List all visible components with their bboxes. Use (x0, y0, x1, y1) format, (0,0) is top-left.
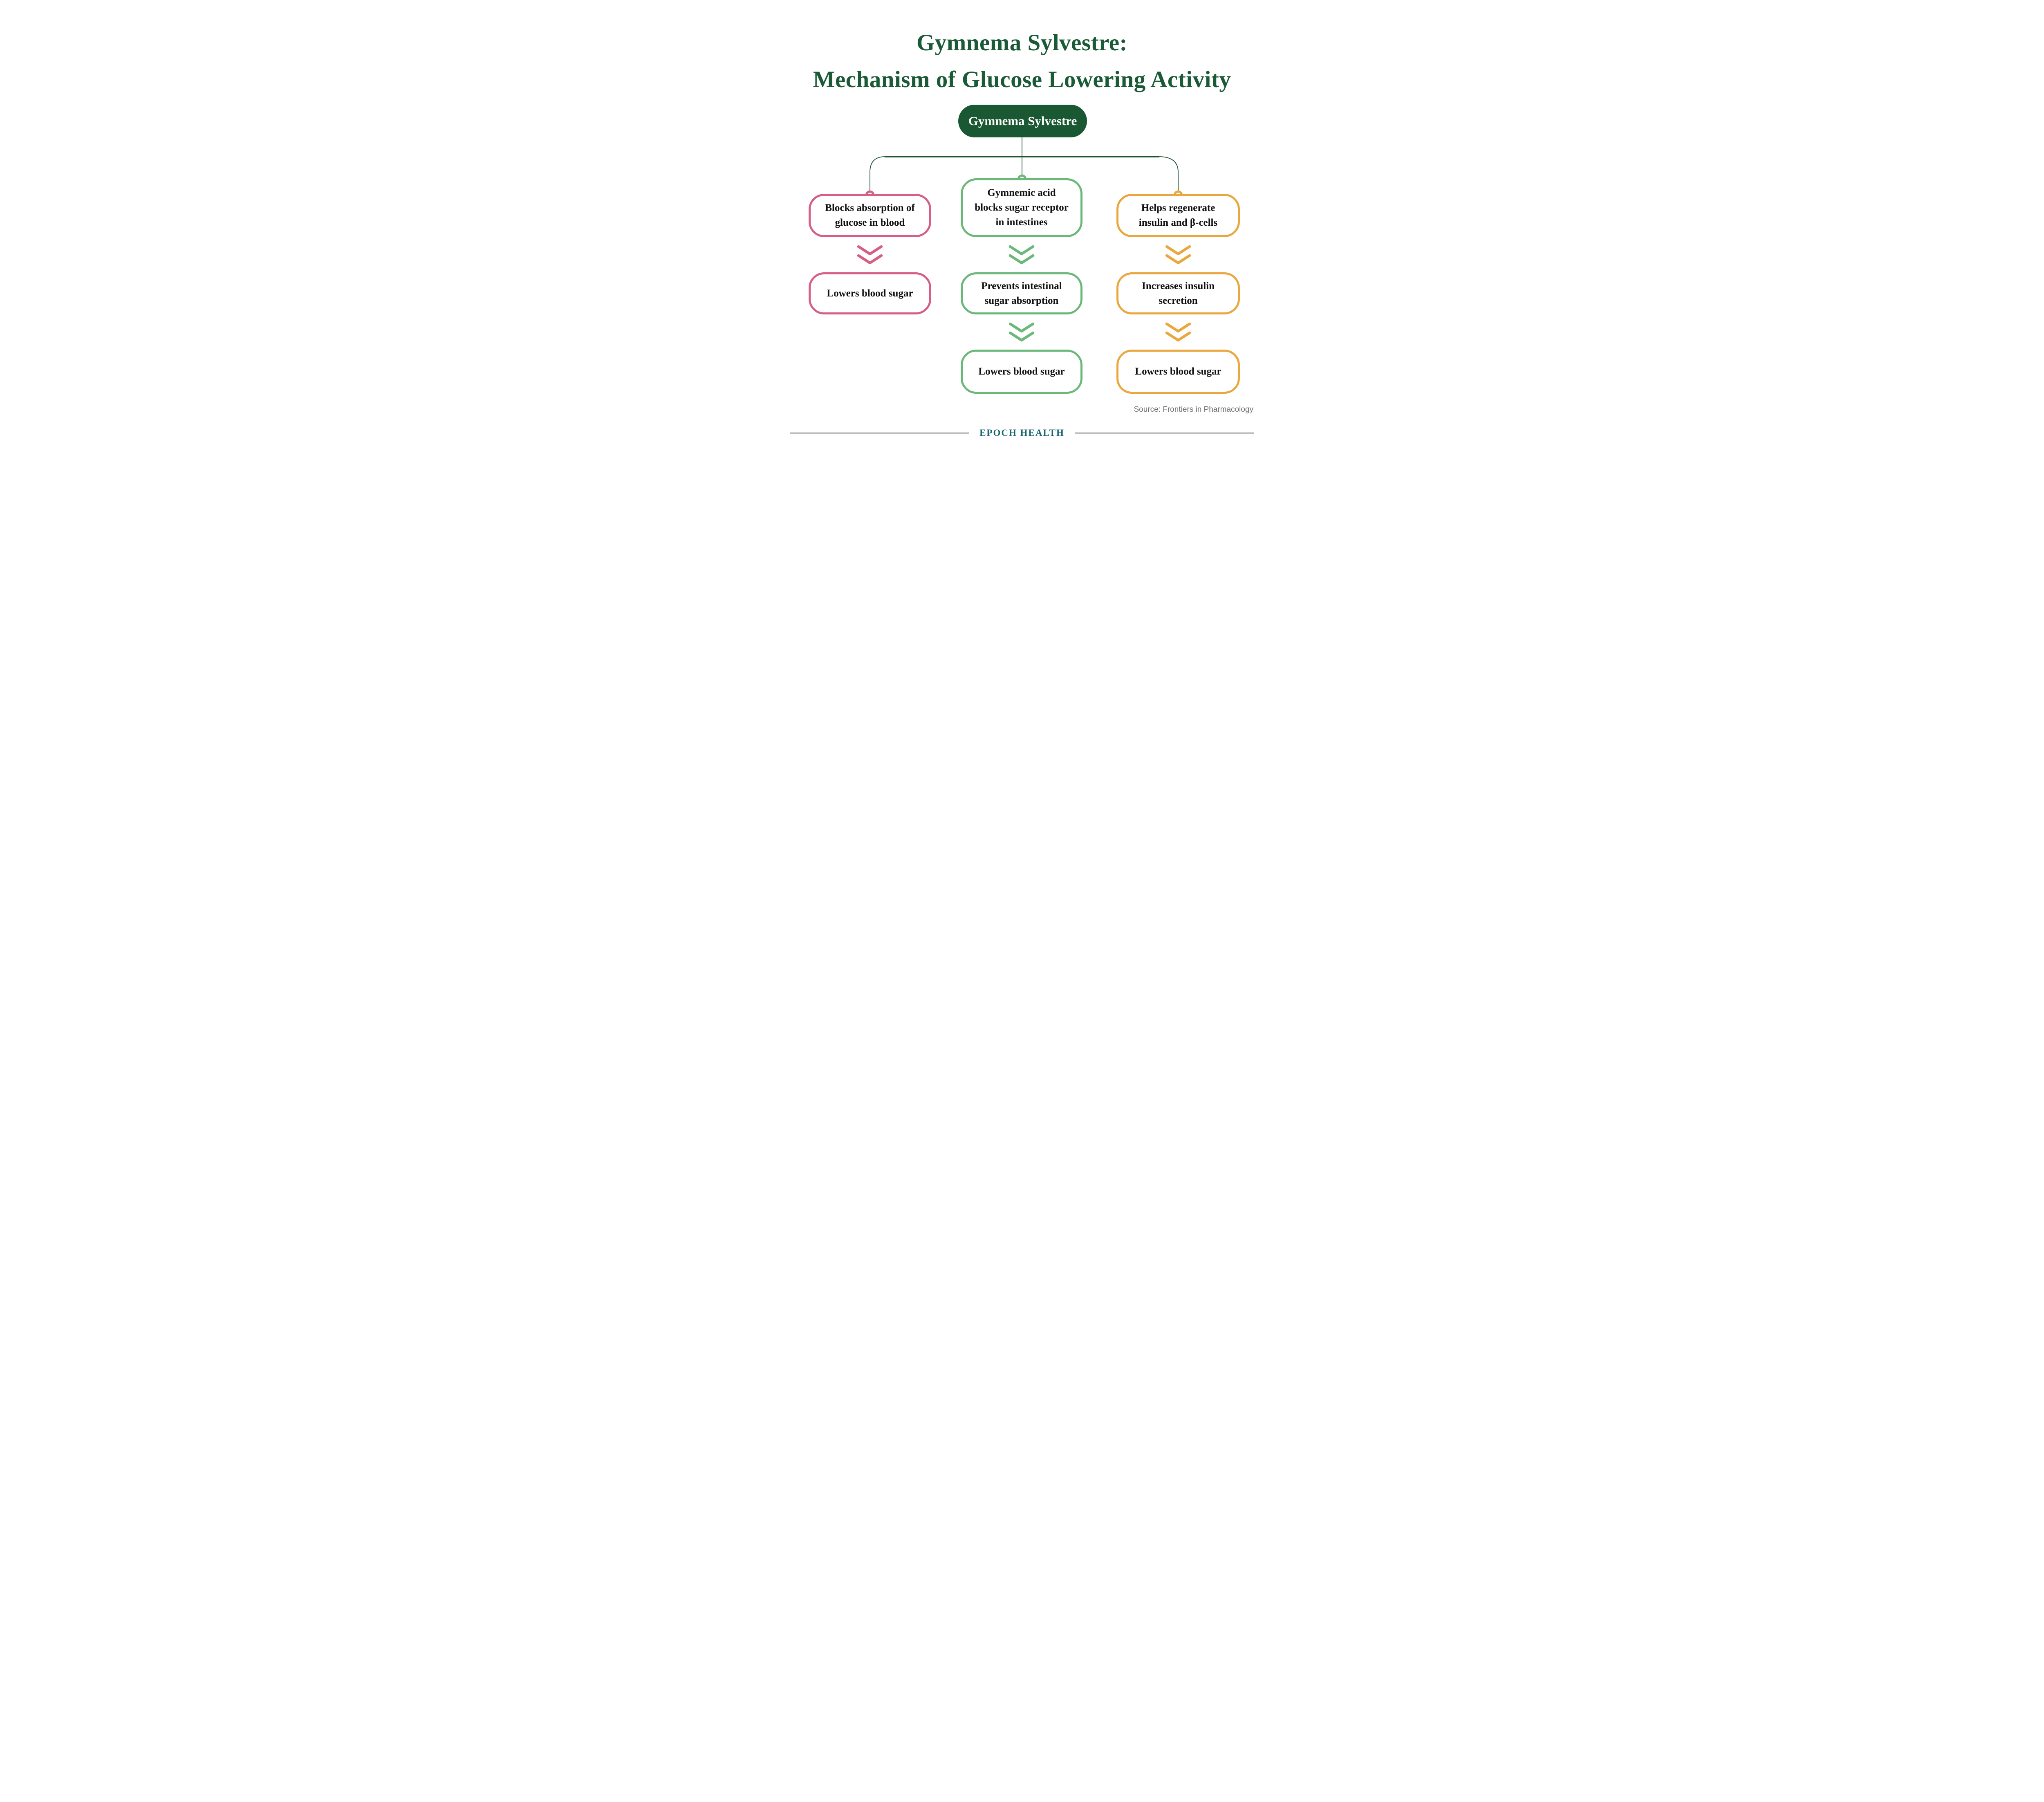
node-lowers-blood-sugar-pink: Lowers blood sugar (809, 272, 931, 314)
node-lowers-blood-sugar-orange: Lowers blood sugar (1116, 350, 1240, 394)
node-prevents-intestinal-absorption: Prevents intestinal sugar absorption (961, 272, 1083, 314)
node-label: Lowers blood sugar (1135, 366, 1221, 377)
node-label: Lowers blood sugar (978, 366, 1065, 377)
node-label: Blocks absorption of glucose in blood (825, 202, 915, 228)
node-increases-insulin-secretion: Increases insulin secretion (1116, 272, 1240, 314)
node-blocks-absorption: Blocks absorption of glucose in blood (809, 194, 931, 237)
chevron-down-icon (1165, 245, 1191, 265)
chevron-down-icon (857, 245, 883, 265)
chevron-down-icon (1165, 322, 1191, 342)
node-label: Increases insulin secretion (1141, 280, 1215, 306)
node-label: Prevents intestinal sugar absorption (981, 280, 1062, 306)
infographic-canvas: Gymnema Sylvestre: Mechanism of Glucose … (766, 0, 1278, 451)
brand-epoch-health: EPOCH HEALTH (979, 428, 1065, 438)
node-regenerate-insulin: Helps regenerate insulin and β-cells (1116, 194, 1240, 237)
chevron-down-icon (1009, 322, 1035, 342)
chevron-down-icon (1009, 245, 1035, 265)
root-node-gymnema-sylvestre: Gymnema Sylvestre (958, 105, 1087, 137)
root-node-label: Gymnema Sylvestre (968, 114, 1077, 128)
footer: EPOCH HEALTH (790, 428, 1254, 438)
node-gymnemic-acid: Gymnemic acid blocks sugar receptor in i… (961, 178, 1083, 237)
node-label: Helps regenerate insulin and β-cells (1139, 202, 1218, 228)
node-lowers-blood-sugar-green: Lowers blood sugar (961, 350, 1083, 394)
source-credit: Source: Frontiers in Pharmacology (1134, 405, 1253, 414)
page-title: Gymnema Sylvestre: Mechanism of Glucose … (813, 30, 1231, 92)
node-label: Lowers blood sugar (827, 287, 913, 299)
node-label: Gymnemic acid blocks sugar receptor in i… (975, 187, 1069, 228)
